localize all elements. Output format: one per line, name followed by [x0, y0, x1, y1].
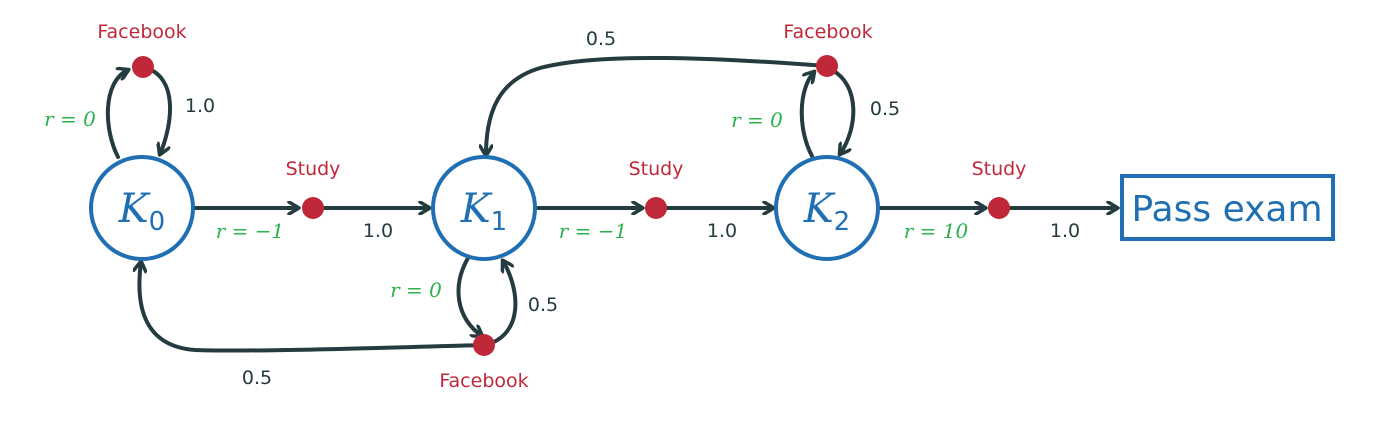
facebook1-action-label: Facebook: [439, 370, 528, 392]
facebook1-reward-label: r = 0: [390, 278, 442, 302]
study1-prob-label: 1.0: [707, 220, 737, 242]
facebook2-stay-prob-label: 0.5: [870, 98, 900, 120]
study1-action-label: Study: [629, 158, 684, 180]
edge-facebook1-to-k0: [139, 262, 486, 353]
facebook1-stay-prob-label: 0.5: [528, 294, 558, 316]
edge-facebook1-to-k1: [484, 261, 518, 347]
state-k1-letter: K: [460, 186, 493, 232]
svg-text:K1: K1: [460, 186, 507, 237]
study0-prob-label: 1.0: [363, 220, 393, 242]
state-k0: K0: [89, 155, 195, 261]
svg-text:K2: K2: [803, 186, 850, 237]
facebook2-back-prob-label: 0.5: [586, 28, 616, 50]
terminal-pass-exam: Pass exam: [1120, 174, 1335, 241]
edge-facebook0-to-k0: [141, 65, 173, 154]
state-k1: K1: [431, 155, 537, 261]
facebook0-action-label: Facebook: [97, 21, 186, 43]
action-dot-facebook2: [816, 55, 838, 77]
edge-k2-to-facebook2: [799, 72, 814, 158]
facebook2-reward-label: r = 0: [731, 108, 783, 132]
study2-action-label: Study: [972, 158, 1027, 180]
edge-facebook2-to-k2: [830, 68, 856, 154]
action-dot-facebook0: [132, 56, 154, 78]
action-dot-facebook1: [473, 334, 495, 356]
svg-text:K0: K0: [118, 186, 165, 237]
state-k2-subscript: 2: [834, 207, 851, 237]
state-k0-subscript: 0: [149, 207, 166, 237]
facebook0-reward-label: r = 0: [44, 107, 96, 131]
facebook2-action-label: Facebook: [783, 21, 872, 43]
action-dot-study1: [645, 197, 667, 219]
study1-reward-label: r = −1: [559, 219, 628, 243]
study0-reward-label: r = −1: [216, 219, 285, 243]
state-k0-letter: K: [118, 186, 151, 232]
facebook1-back-prob-label: 0.5: [242, 367, 272, 389]
state-k1-subscript: 1: [491, 207, 508, 237]
study0-action-label: Study: [286, 158, 341, 180]
action-dot-study0: [302, 197, 324, 219]
action-dot-study2: [988, 197, 1010, 219]
study2-prob-label: 1.0: [1050, 220, 1080, 242]
study2-reward-label: r = 10: [904, 219, 969, 243]
state-k2-letter: K: [803, 186, 836, 232]
state-k2: K2: [774, 155, 880, 261]
facebook0-stay-prob-label: 1.0: [185, 95, 215, 117]
edge-k0-to-facebook0: [105, 70, 128, 159]
edge-facebook2-to-k1: [486, 55, 828, 155]
edge-k1-to-facebook1: [456, 256, 482, 336]
terminal-label: Pass exam: [1131, 189, 1322, 230]
